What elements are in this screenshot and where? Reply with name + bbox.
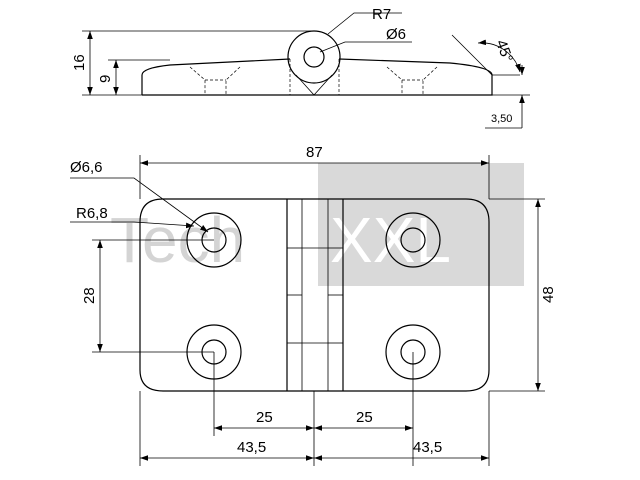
front-dim-half-width-right: 43,5 <box>413 439 442 456</box>
side-dim-leaf-height: 9 <box>97 75 114 83</box>
side-dim-pin-diameter: Ø6 <box>386 26 406 43</box>
front-dim-hole-diameter: Ø6,6 <box>70 159 103 176</box>
front-dim-hole-offset-left: 25 <box>256 409 273 426</box>
side-view-right-leaf <box>313 58 493 96</box>
side-dim-chamfer: 3,50 <box>491 113 512 125</box>
front-view-knuckle <box>286 199 344 391</box>
hole-top-right <box>385 212 441 268</box>
front-dim-height: 48 <box>540 286 557 303</box>
front-view-outline <box>139 198 490 392</box>
front-dim-hole-spacing: 28 <box>81 287 98 304</box>
side-dim-angle: 45° <box>492 38 516 65</box>
side-view-pin-hole <box>303 46 325 68</box>
side-view-left-leaf <box>141 58 313 96</box>
front-dim-counterbore-radius: R6,8 <box>76 205 108 222</box>
front-dim-width: 87 <box>306 144 323 161</box>
front-dim-half-width-left: 43,5 <box>237 439 266 456</box>
watermark-right-text: XXL <box>330 204 451 276</box>
front-view: 87 Ø6,6 R6,8 28 48 25 25 43,5 43,5 <box>70 144 557 466</box>
side-dim-knuckle-radius: R7 <box>372 6 391 23</box>
side-dim-height: 16 <box>71 54 88 71</box>
side-view-knuckle <box>287 30 341 84</box>
side-view: 16 9 R7 Ø6 45° 3,50 <box>71 6 530 129</box>
front-dim-hole-offset-right: 25 <box>356 409 373 426</box>
